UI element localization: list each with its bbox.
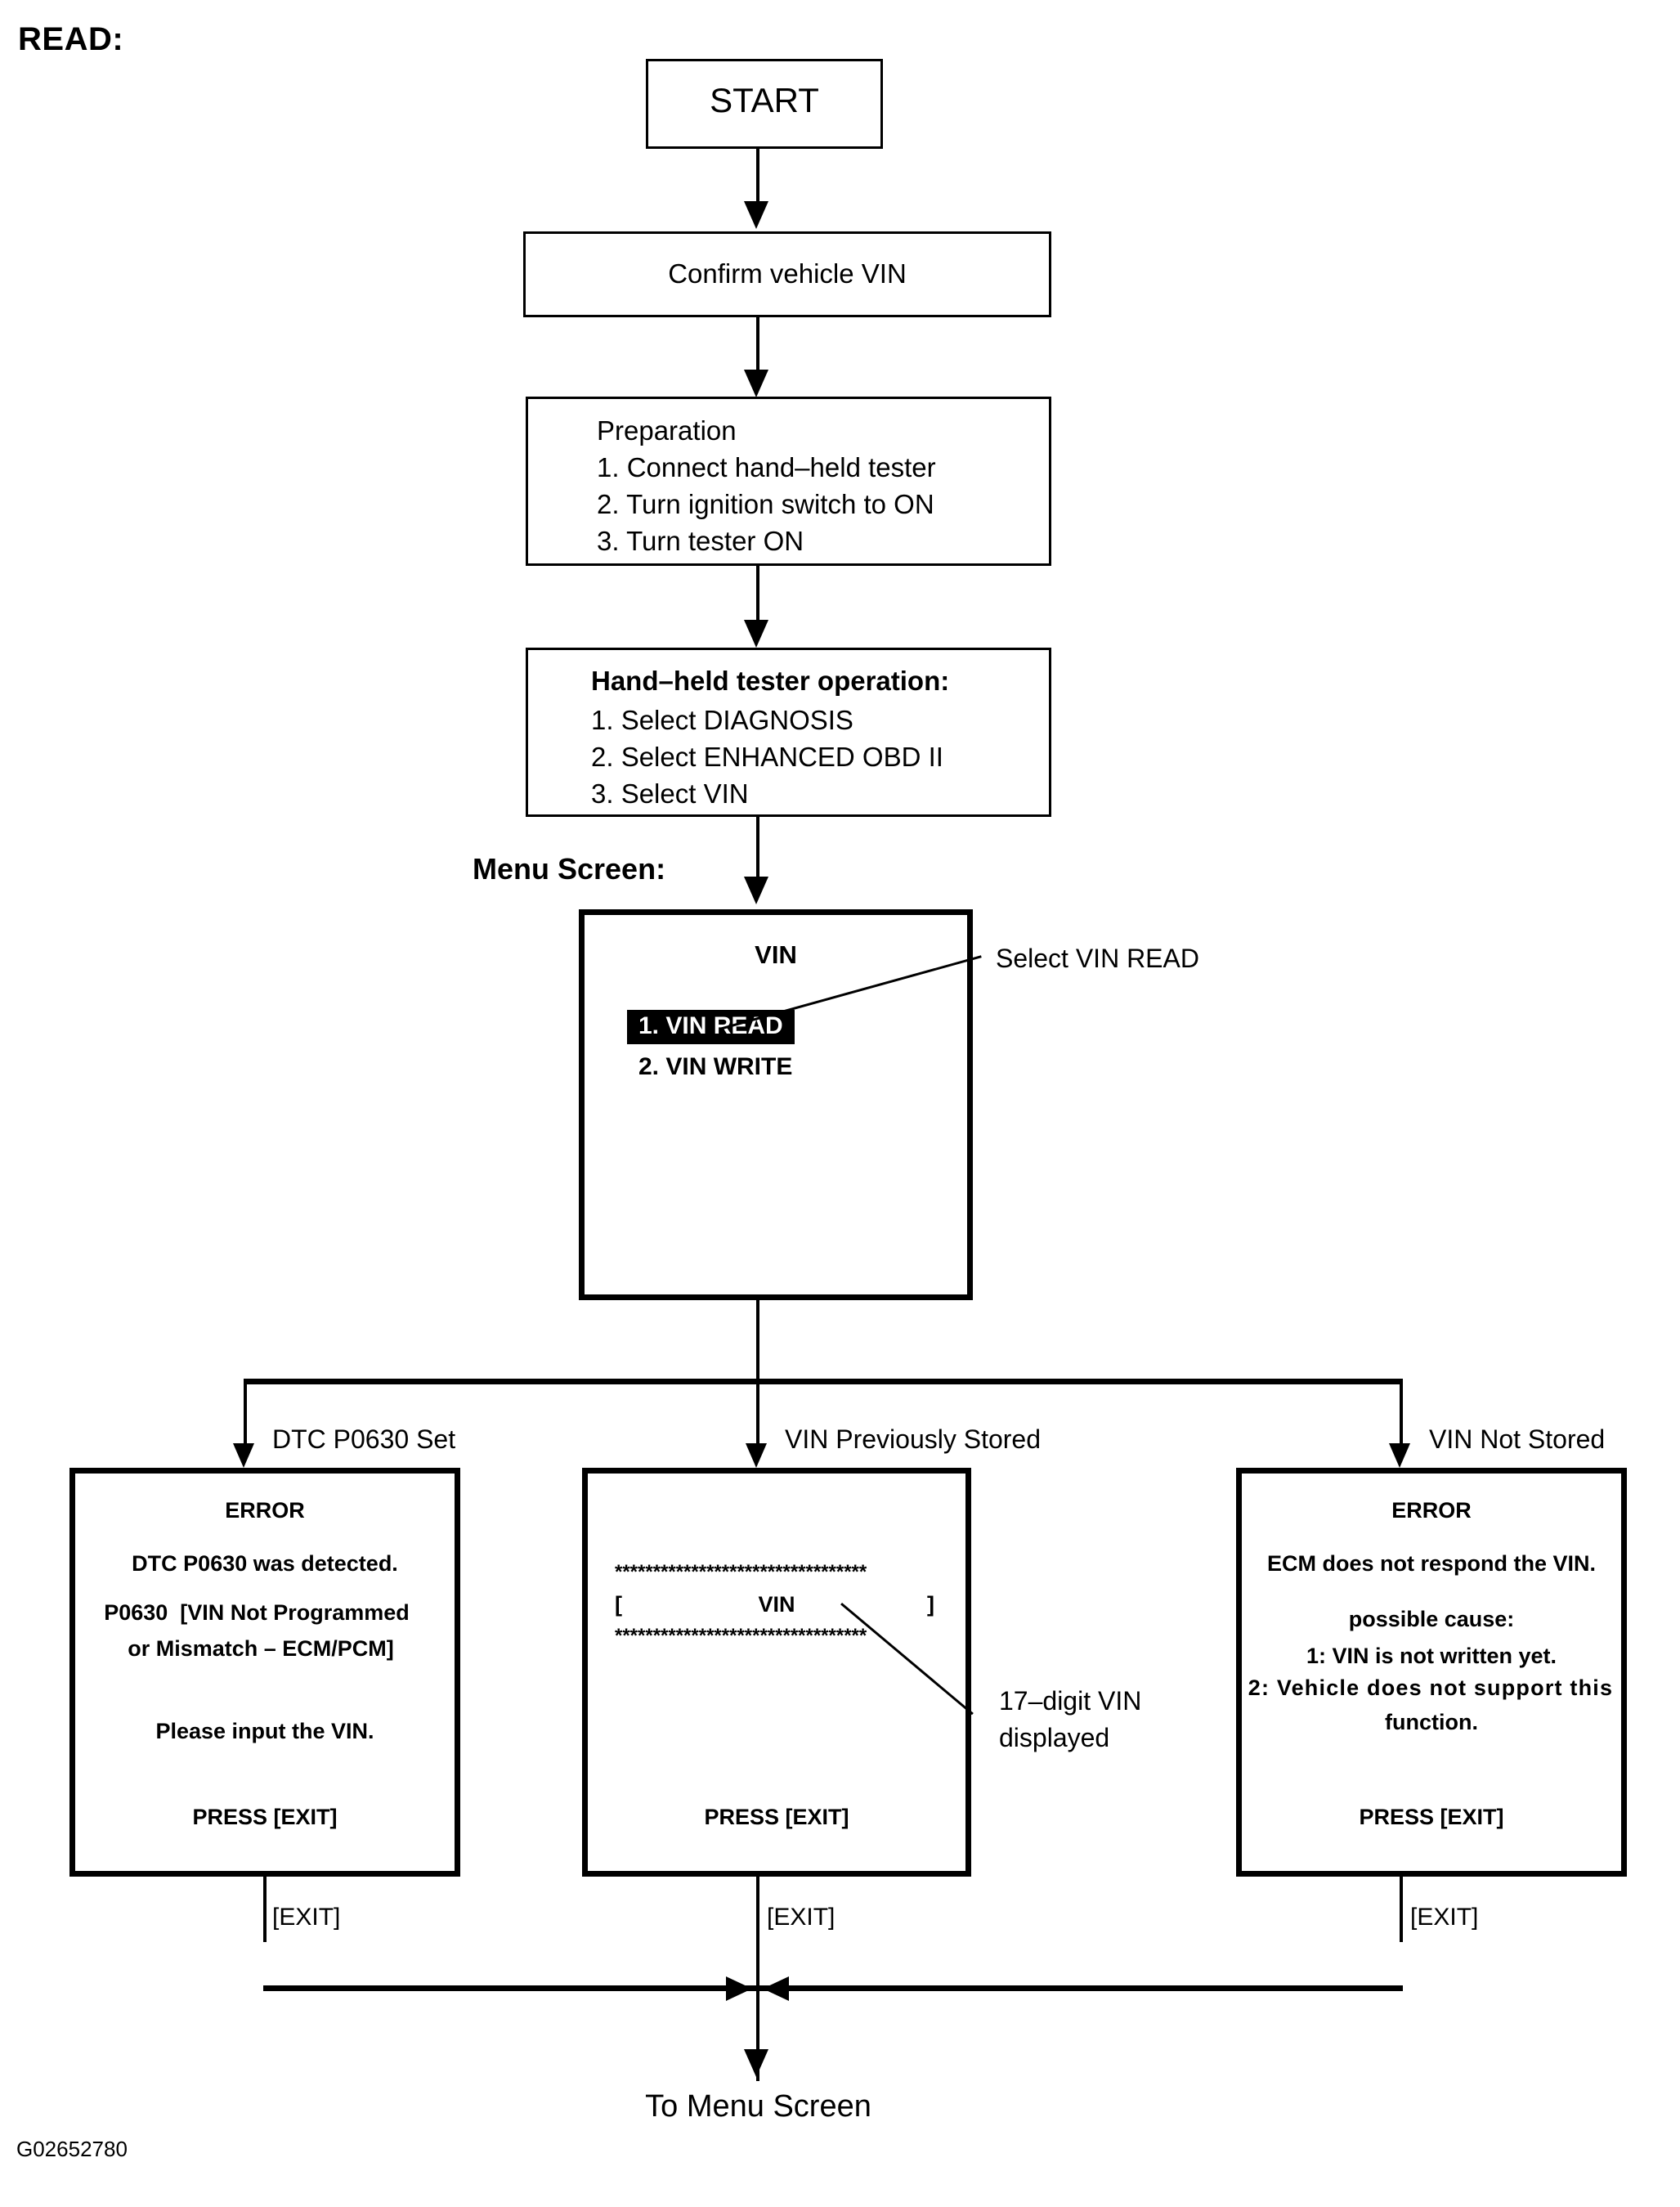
- branch-label-vin-stored: VIN Previously Stored: [785, 1424, 1042, 1454]
- error-nostore-line-3: 1: VIN is not written yet.: [1306, 1644, 1557, 1668]
- error-nostore-line-4: 2: Vehicle does not support this: [1248, 1675, 1614, 1700]
- callout-17-digit-vin-line-2: displayed: [999, 1723, 1110, 1752]
- arrowhead-tester-to-menu-icon: [744, 877, 768, 904]
- tester-operation-step-2: 2. Select ENHANCED OBD II: [591, 742, 943, 772]
- error-nostore-line-1: ECM does not respond the VIN.: [1266, 1551, 1597, 1576]
- error-nostore-box: [1236, 1468, 1627, 1877]
- page-title: READ:: [18, 21, 124, 57]
- arrowhead-preparation-to-tester-icon: [744, 620, 768, 648]
- arrowhead-branch-middle-icon: [746, 1443, 767, 1468]
- start-box: [646, 59, 883, 149]
- exit-drop-middle: [756, 1877, 759, 1942]
- connector-merge-to-terminus: [756, 1942, 759, 2081]
- preparation-heading: Preparation: [597, 415, 737, 446]
- vin-stored-footer: PRESS [EXIT]: [704, 1805, 849, 1829]
- callout-17-digit-vin-line-1: 17–digit VIN: [999, 1686, 1142, 1716]
- start-box-label: START: [710, 81, 819, 119]
- vin-stored-box: [582, 1468, 971, 1877]
- exit-drop-left: [263, 1877, 267, 1942]
- error-dtc-title: ERROR: [225, 1498, 305, 1523]
- preparation-box: [526, 397, 1051, 566]
- menu-item-vin-read[interactable]: 1. VIN READ: [627, 1010, 795, 1044]
- vin-stored-vin-label: VIN: [758, 1592, 795, 1617]
- tester-operation-step-1: 1. Select DIAGNOSIS: [591, 705, 853, 735]
- preparation-step-2: 2. Turn ignition switch to ON: [597, 489, 934, 519]
- confirm-vin-box: [523, 231, 1051, 317]
- error-nostore-title: ERROR: [1391, 1498, 1472, 1523]
- preparation-step-3: 3. Turn tester ON: [597, 526, 804, 556]
- connector-preparation-to-tester: [756, 566, 759, 626]
- branch-label-dtc-set: DTC P0630 Set: [272, 1424, 456, 1454]
- arrowhead-merge-from-right-icon: [763, 1976, 789, 2001]
- callout-select-vin-read: Select VIN READ: [996, 944, 1199, 973]
- branch-split-bar: [244, 1379, 1403, 1384]
- menu-screen-box: [579, 909, 973, 1300]
- connector-start-to-confirm: [756, 149, 759, 206]
- menu-item-vin-write[interactable]: 2. VIN WRITE: [638, 1053, 793, 1080]
- arrowhead-terminus-icon: [744, 2049, 768, 2077]
- arrowhead-branch-left-icon: [233, 1443, 254, 1468]
- arrowhead-confirm-to-preparation-icon: [744, 370, 768, 397]
- error-dtc-line-3: or Mismatch – ECM/PCM]: [128, 1636, 394, 1661]
- preparation-step-1: 1. Connect hand–held tester: [597, 452, 936, 482]
- arrowhead-merge-from-left-icon: [726, 1976, 752, 2001]
- branch-drop-left: [244, 1379, 247, 1449]
- error-nostore-line-5: function.: [1385, 1710, 1478, 1734]
- exit-label-right: [EXIT]: [1410, 1904, 1479, 1931]
- connector-menu-to-split: [756, 1300, 759, 1381]
- arrowhead-branch-right-icon: [1389, 1443, 1410, 1468]
- branch-drop-middle: [756, 1379, 759, 1449]
- error-nostore-line-2: possible cause:: [1348, 1607, 1515, 1631]
- error-dtc-line-1: DTC P0630 was detected.: [132, 1551, 398, 1576]
- tester-operation-step-3: 3. Select VIN: [591, 778, 749, 809]
- vin-stored-stars-top: *********************************: [615, 1561, 867, 1583]
- error-dtc-footer: PRESS [EXIT]: [192, 1805, 338, 1829]
- connector-confirm-to-preparation: [756, 317, 759, 376]
- exit-merge-bar: [263, 1985, 1403, 1991]
- error-dtc-box: [69, 1468, 460, 1877]
- exit-label-left: [EXIT]: [272, 1904, 341, 1931]
- vin-stored-bracket-close: ]: [927, 1592, 934, 1617]
- connector-tester-to-menu: [756, 817, 759, 882]
- menu-screen-title: VIN: [755, 940, 797, 969]
- tester-operation-box: [526, 648, 1051, 817]
- figure-id-label: G02652780: [16, 2137, 128, 2161]
- menu-screen-section-label: Menu Screen:: [473, 852, 666, 886]
- exit-drop-right: [1400, 1877, 1403, 1942]
- confirm-vin-label: Confirm vehicle VIN: [668, 258, 907, 289]
- vin-stored-stars-bottom: *********************************: [615, 1625, 867, 1647]
- exit-label-middle: [EXIT]: [767, 1904, 836, 1931]
- branch-drop-right: [1400, 1379, 1403, 1449]
- tester-operation-heading: Hand–held tester operation:: [591, 666, 950, 696]
- error-dtc-line-2: P0630 [VIN Not Programmed: [104, 1600, 410, 1625]
- error-dtc-line-4: Please input the VIN.: [155, 1719, 374, 1743]
- terminus-label: To Menu Screen: [645, 2089, 871, 2124]
- vin-stored-bracket-open: [: [615, 1592, 622, 1617]
- arrowhead-start-to-confirm-icon: [744, 201, 768, 229]
- error-nostore-footer: PRESS [EXIT]: [1359, 1805, 1504, 1829]
- branch-label-vin-not-stored: VIN Not Stored: [1429, 1424, 1606, 1454]
